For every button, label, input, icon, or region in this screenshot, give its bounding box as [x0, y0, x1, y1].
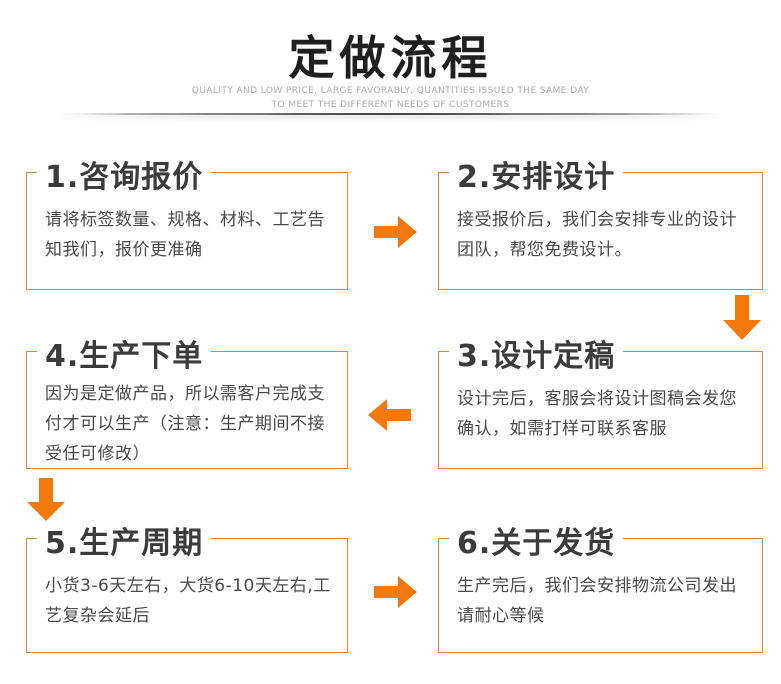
step-body: 设计完后，客服会将设计图稿会发您确认，如需打样可联系客服	[457, 389, 737, 439]
step-title: 1.咨询报价	[37, 161, 212, 195]
step-title: 2.安排设计	[449, 161, 624, 195]
page-title: 定做流程	[288, 31, 493, 85]
step-title: 4.生产下单	[37, 340, 212, 374]
arrow-right-icon	[374, 215, 418, 249]
step-box-6-about-shipping: 6.关于发货 生产完后，我们会安排物流公司发出请耐心等候	[438, 527, 763, 653]
header-divider	[58, 113, 722, 115]
page-subtitle: QUALITY AND LOW PRICE, LARGE FAVORABLY, …	[0, 84, 781, 112]
subtitle-line-1: QUALITY AND LOW PRICE, LARGE FAVORABLY, …	[191, 86, 590, 96]
step-body: 生产完后，我们会安排物流公司发出请耐心等候	[457, 576, 737, 626]
subtitle-line-2: TO MEET THE DIFFERENT NEEDS OF CUSTOMERS	[271, 100, 510, 110]
step-box-2-arrange-design: 2.安排设计 接受报价后，我们会安排专业的设计团队，帮您免费设计。	[438, 161, 763, 290]
step-box-4-production-order: 4.生产下单 因为是定做产品，所以需客户完成支付才可以生产（注意：生产期间不接受…	[26, 340, 348, 469]
arrow-down-icon	[722, 295, 762, 341]
step-title: 3.设计定稿	[449, 340, 624, 374]
step-box-5-production-cycle: 5.生产周期 小货3-6天左右，大货6-10天左右,工艺复杂会延后	[26, 527, 348, 653]
step-box-3-design-finalize: 3.设计定稿 设计完后，客服会将设计图稿会发您确认，如需打样可联系客服	[438, 340, 763, 469]
step-body: 接受报价后，我们会安排专业的设计团队，帮您免费设计。	[457, 210, 737, 260]
step-title: 5.生产周期	[37, 527, 212, 561]
arrow-left-icon	[367, 398, 411, 432]
arrow-down-icon	[26, 478, 66, 522]
step-title: 6.关于发货	[449, 527, 624, 561]
step-body: 请将标签数量、规格、材料、工艺告知我们，报价更准确	[45, 210, 325, 260]
step-body: 小货3-6天左右，大货6-10天左右,工艺复杂会延后	[45, 576, 331, 626]
arrow-right-icon	[374, 575, 418, 609]
step-box-1-consult-quote: 1.咨询报价 请将标签数量、规格、材料、工艺告知我们，报价更准确	[26, 161, 348, 290]
step-body: 因为是定做产品，所以需客户完成支付才可以生产（注意：生产期间不接受任可修改）	[45, 384, 325, 464]
